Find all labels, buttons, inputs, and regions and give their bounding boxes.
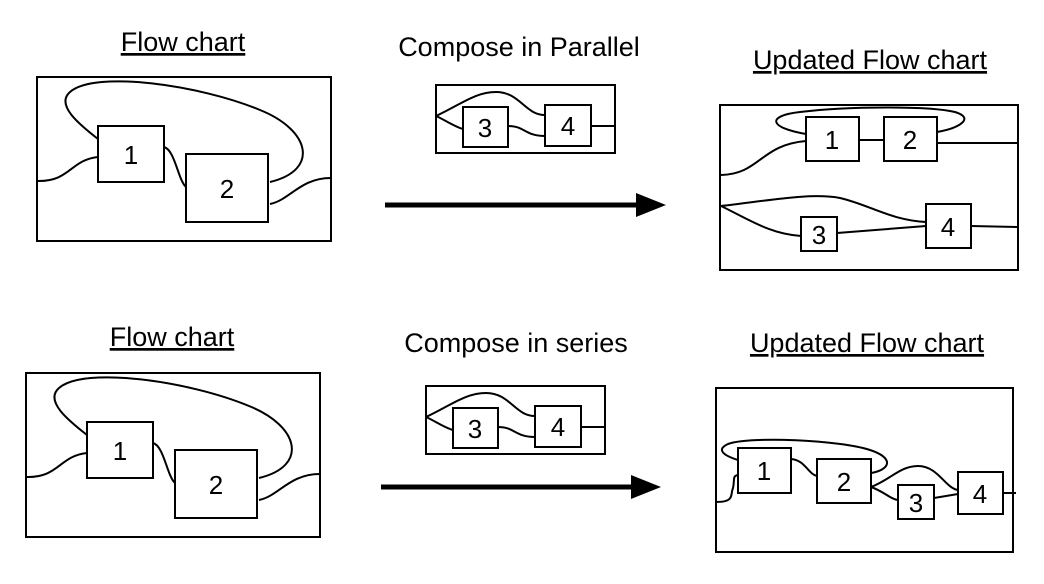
box-4-label: 4 (941, 212, 955, 242)
box-1-label: 1 (825, 125, 839, 155)
title-compose-series: Compose in series (404, 328, 628, 358)
box-2-label: 2 (209, 470, 223, 500)
title-updated-top: Updated Flow chart (753, 45, 988, 75)
box-4-label: 4 (561, 111, 575, 141)
component-series: 3 4 (425, 385, 606, 455)
box-3 (462, 106, 509, 148)
box-2 (185, 153, 269, 223)
updated-flow-chart-parallel: 1 2 3 4 (719, 104, 1019, 271)
title-flow-chart-top: Flow chart (121, 27, 246, 57)
box-2-label: 2 (903, 125, 917, 155)
box-4-label: 4 (551, 412, 565, 442)
flow-chart-bottom: 1 2 (25, 372, 321, 538)
box-3-label: 3 (478, 113, 492, 143)
arrow-top (385, 193, 666, 217)
title-updated-bottom: Updated Flow chart (750, 328, 985, 358)
updated-flow-chart-series: 1 2 3 4 (715, 387, 1016, 553)
box-4 (544, 104, 592, 147)
box-3-label: 3 (812, 220, 826, 250)
box-1 (97, 125, 165, 183)
box-1-label: 1 (124, 140, 138, 170)
box-1-label: 1 (113, 436, 127, 466)
arrow-bottom (381, 475, 661, 499)
box-3-label: 3 (468, 414, 482, 444)
component-parallel: 3 4 (435, 84, 616, 154)
box-2-label: 2 (837, 467, 851, 497)
flow-chart-top: 1 2 (36, 76, 332, 242)
title-compose-parallel: Compose in Parallel (398, 32, 640, 62)
box-3-label: 3 (909, 488, 923, 518)
title-flow-chart-bottom: Flow chart (110, 322, 235, 352)
box-2-label: 2 (220, 174, 234, 204)
box-1-label: 1 (757, 456, 771, 486)
box-4-label: 4 (973, 479, 987, 509)
